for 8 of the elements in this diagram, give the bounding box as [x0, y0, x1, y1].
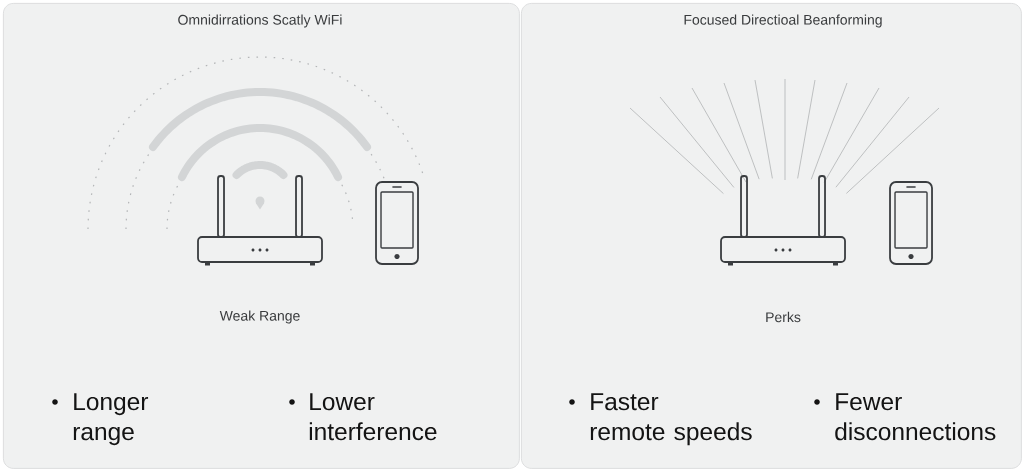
panel-label: Perks	[766, 311, 801, 323]
bullet-text: Faster remote speeds	[590, 393, 752, 446]
panel-heading: Omnidirrations Scatly WiFi	[178, 14, 342, 28]
bullet-text: Fewer disconnections	[835, 393, 996, 441]
bullet-text: Lower interference	[309, 393, 437, 441]
bullet-text: Longer range	[73, 393, 149, 446]
panel-label: Weak Range	[219, 310, 300, 324]
panel-heading: Focused Directioal Beanforming	[684, 14, 882, 28]
